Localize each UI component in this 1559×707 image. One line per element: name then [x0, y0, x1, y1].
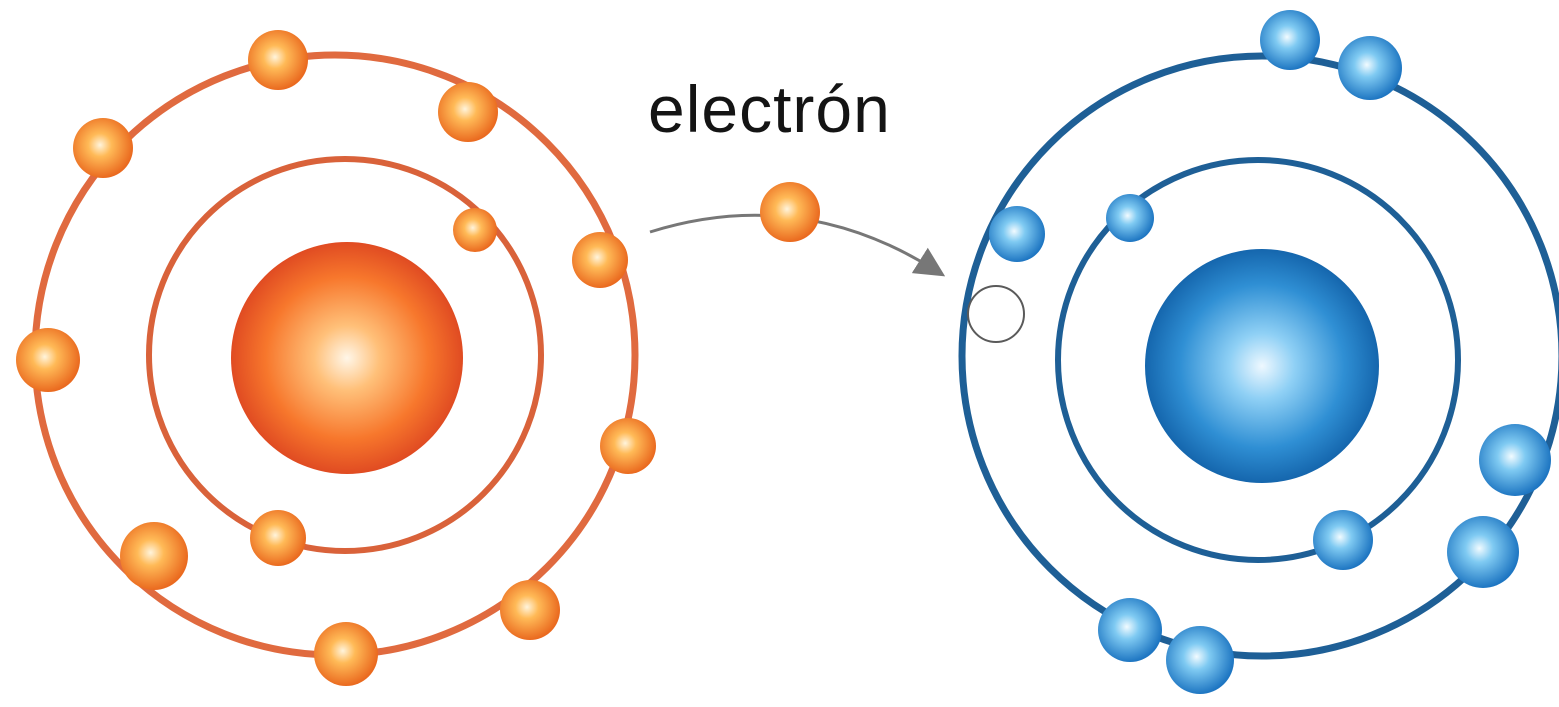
transferred-electron	[760, 182, 820, 242]
donor-electron	[314, 622, 378, 686]
acceptor-electron	[1166, 626, 1234, 694]
donor-nucleus	[231, 242, 463, 474]
acceptor-electron	[1106, 194, 1154, 242]
acceptor-electron	[1479, 424, 1551, 496]
acceptor-atom	[958, 10, 1559, 694]
donor-atom	[16, 30, 656, 686]
acceptor-inner-shell	[1055, 157, 1461, 563]
donor-electron	[572, 232, 628, 288]
donor-electron	[16, 328, 80, 392]
donor-electron	[250, 510, 306, 566]
donor-electron	[453, 208, 497, 252]
empty-electron-slot	[967, 285, 1025, 343]
donor-electron	[73, 118, 133, 178]
donor-electron	[500, 580, 560, 640]
donor-electron	[120, 522, 188, 590]
electron-label: electrón	[648, 72, 891, 146]
donor-electron	[248, 30, 308, 90]
donor-inner-shell	[146, 156, 544, 554]
electron-transfer	[649, 182, 946, 277]
donor-electron	[600, 418, 656, 474]
acceptor-outer-shell	[958, 52, 1559, 660]
acceptor-electron	[1447, 516, 1519, 588]
acceptor-electron	[1098, 598, 1162, 662]
acceptor-electron	[1260, 10, 1320, 70]
acceptor-electron	[989, 206, 1045, 262]
acceptor-nucleus	[1145, 249, 1379, 483]
acceptor-electron	[1313, 510, 1373, 570]
acceptor-electron	[1338, 36, 1402, 100]
donor-electron	[438, 82, 498, 142]
